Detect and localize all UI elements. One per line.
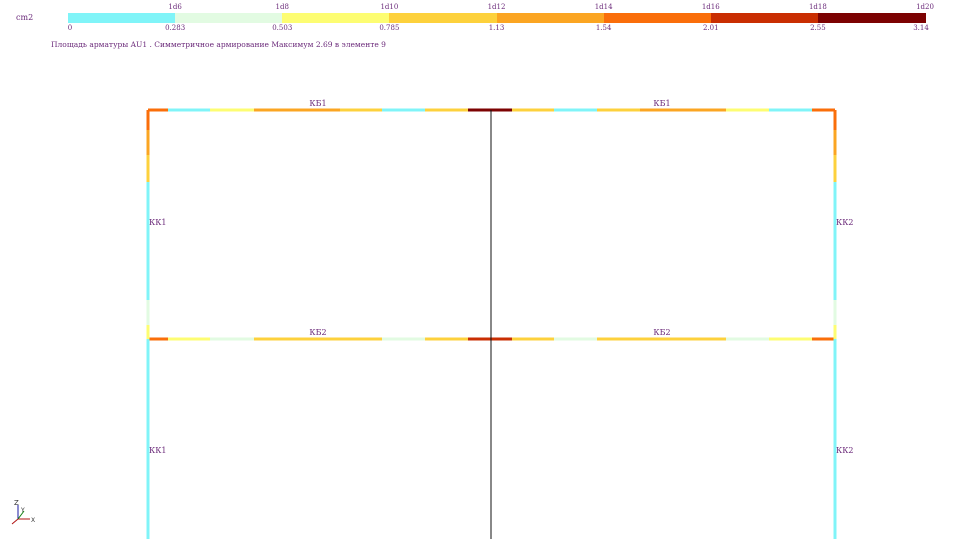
result-caption: Площадь арматуры AU1 . Симметричное арми…: [51, 40, 386, 49]
legend-value-label: 0: [67, 24, 73, 32]
axis-triad-icon: Z Y X: [11, 499, 35, 525]
legend-swatch: [282, 13, 391, 23]
legend-swatch: [496, 13, 605, 23]
legend-value-label: 3.14: [913, 24, 929, 32]
legend-swatch: [710, 13, 819, 23]
legend-value-label: 1.13: [488, 24, 505, 32]
axis-y-label: Y: [20, 507, 25, 514]
legend-value-label: 0.503: [272, 24, 293, 32]
legend-value-label: 2.55: [810, 24, 826, 32]
label-mid-left-beam: КБ2: [309, 328, 326, 337]
unit-label: cm2: [16, 13, 34, 22]
legend-swatch: [817, 13, 926, 23]
legend-value-label: 2.01: [702, 24, 719, 32]
legend-value-label: 0.785: [379, 24, 400, 32]
label-top-left-beam: КБ1: [309, 99, 326, 108]
legend-diameter-label: 1d16: [701, 3, 720, 11]
legend-value-label: 0.283: [165, 24, 186, 32]
legend-diameter-label: 1d6: [168, 3, 182, 11]
label-right-col-lower: КК2: [836, 446, 853, 455]
legend-diameter-label: 1d14: [594, 3, 613, 11]
label-top-right-beam: КБ1: [653, 99, 670, 108]
legend-swatch: [175, 13, 284, 23]
label-mid-right-beam: КБ2: [653, 328, 670, 337]
legend-swatch: [603, 13, 712, 23]
legend-diameter-label: 1d8: [275, 3, 289, 11]
label-right-col-upper: КК2: [836, 218, 853, 227]
legend-diameter-label: 1d18: [808, 3, 827, 11]
legend-diameter-label: 1d20: [916, 3, 934, 11]
label-left-col-lower: КК1: [149, 446, 166, 455]
label-left-col-upper: КК1: [149, 218, 166, 227]
legend-diameter-label: 1d12: [487, 3, 506, 11]
axis-x-label: X: [31, 517, 35, 524]
legend-diameter-label: 1d10: [380, 3, 399, 11]
frame-members: [146, 108, 837, 539]
legend-swatch: [389, 13, 498, 23]
legend-value-label: 1.54: [595, 24, 612, 32]
legend-swatch: [68, 13, 176, 23]
axis-z-label: Z: [14, 499, 19, 507]
color-legend: 1d6 0 1d8 0.283 1d10 0.503 1d12 0.785 1d14 1.13 1d…: [67, 0, 934, 40]
